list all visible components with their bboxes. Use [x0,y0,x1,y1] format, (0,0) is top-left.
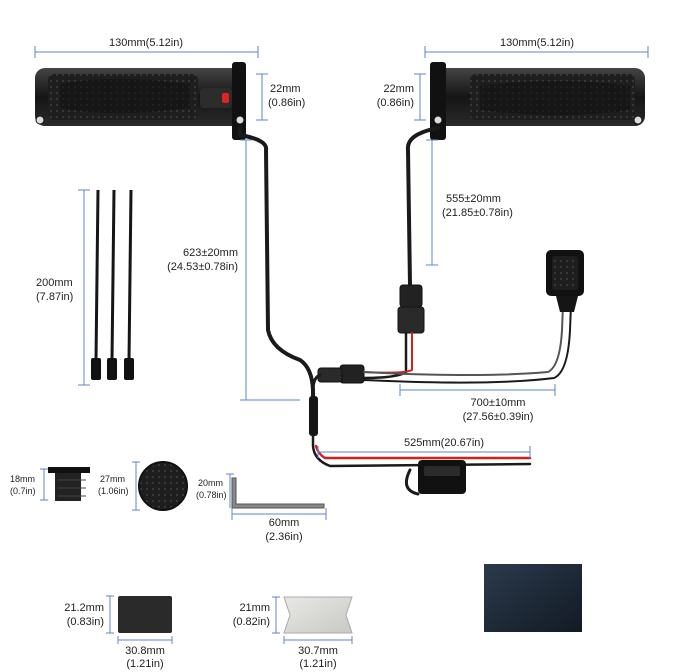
left-cable-length-mm: 623±20mm [183,247,238,259]
pad2-width-in: (1.21in) [299,658,336,670]
cable-harness [238,126,572,496]
switch-cable-length-in: (27.56±0.39in) [463,411,534,423]
bracket-height-mm: 20mm [198,478,223,488]
right-grip [430,62,645,140]
left-cable-length-in: (24.53±0.78in) [167,261,238,273]
control-switch [546,250,584,312]
adhesive-pad-silver [283,596,353,634]
cap-diameter-in: (1.06in) [98,486,129,496]
zip-tie-length-in: (7.87in) [36,291,73,303]
left-grip [35,62,246,140]
bracket-length-mm: 60mm [269,517,300,529]
right-cable-length-in: (21.85±0.78in) [442,207,513,219]
pad2-height-in: (0.82in) [233,616,270,628]
plug-height-mm: 18mm [10,474,35,484]
cable-plug [48,467,90,501]
battery-cable-length: 525mm(20.67in) [404,437,484,449]
cap-diameter-mm: 27mm [100,474,125,484]
right-cable-length-mm: 555±20mm [446,193,501,205]
heat-shrink-sheet [484,564,582,632]
fuse-holder [418,460,466,494]
power-indicator-icon [222,93,229,103]
right-grip-height-mm: 22mm [383,83,414,95]
round-cap [138,461,188,511]
zip-ties [91,189,134,380]
right-grip-height-in: (0.86in) [377,97,414,109]
pad2-height-mm: 21mm [239,602,270,614]
pad1-height-in: (0.83in) [67,616,104,628]
left-grip-width-label: 130mm(5.12in) [109,37,183,49]
pad2-width-mm: 30.7mm [298,645,338,657]
plug-height-in: (0.7in) [10,486,36,496]
switch-cable-length-mm: 700±10mm [471,397,526,409]
right-grip-width-label: 130mm(5.12in) [500,37,574,49]
bracket-height-in: (0.78in) [196,490,227,500]
pad1-width-mm: 30.8mm [125,645,165,657]
left-grip-height-mm: 22mm [270,83,301,95]
l-bracket [231,477,325,509]
zip-tie-length-mm: 200mm [36,277,73,289]
bracket-length-in: (2.36in) [265,531,302,543]
dimension-lines [34,46,649,644]
pad1-width-in: (1.21in) [126,658,163,670]
pad1-height-mm: 21.2mm [64,602,104,614]
adhesive-pad-black [118,596,172,633]
left-grip-height-in: (0.86in) [268,97,305,109]
